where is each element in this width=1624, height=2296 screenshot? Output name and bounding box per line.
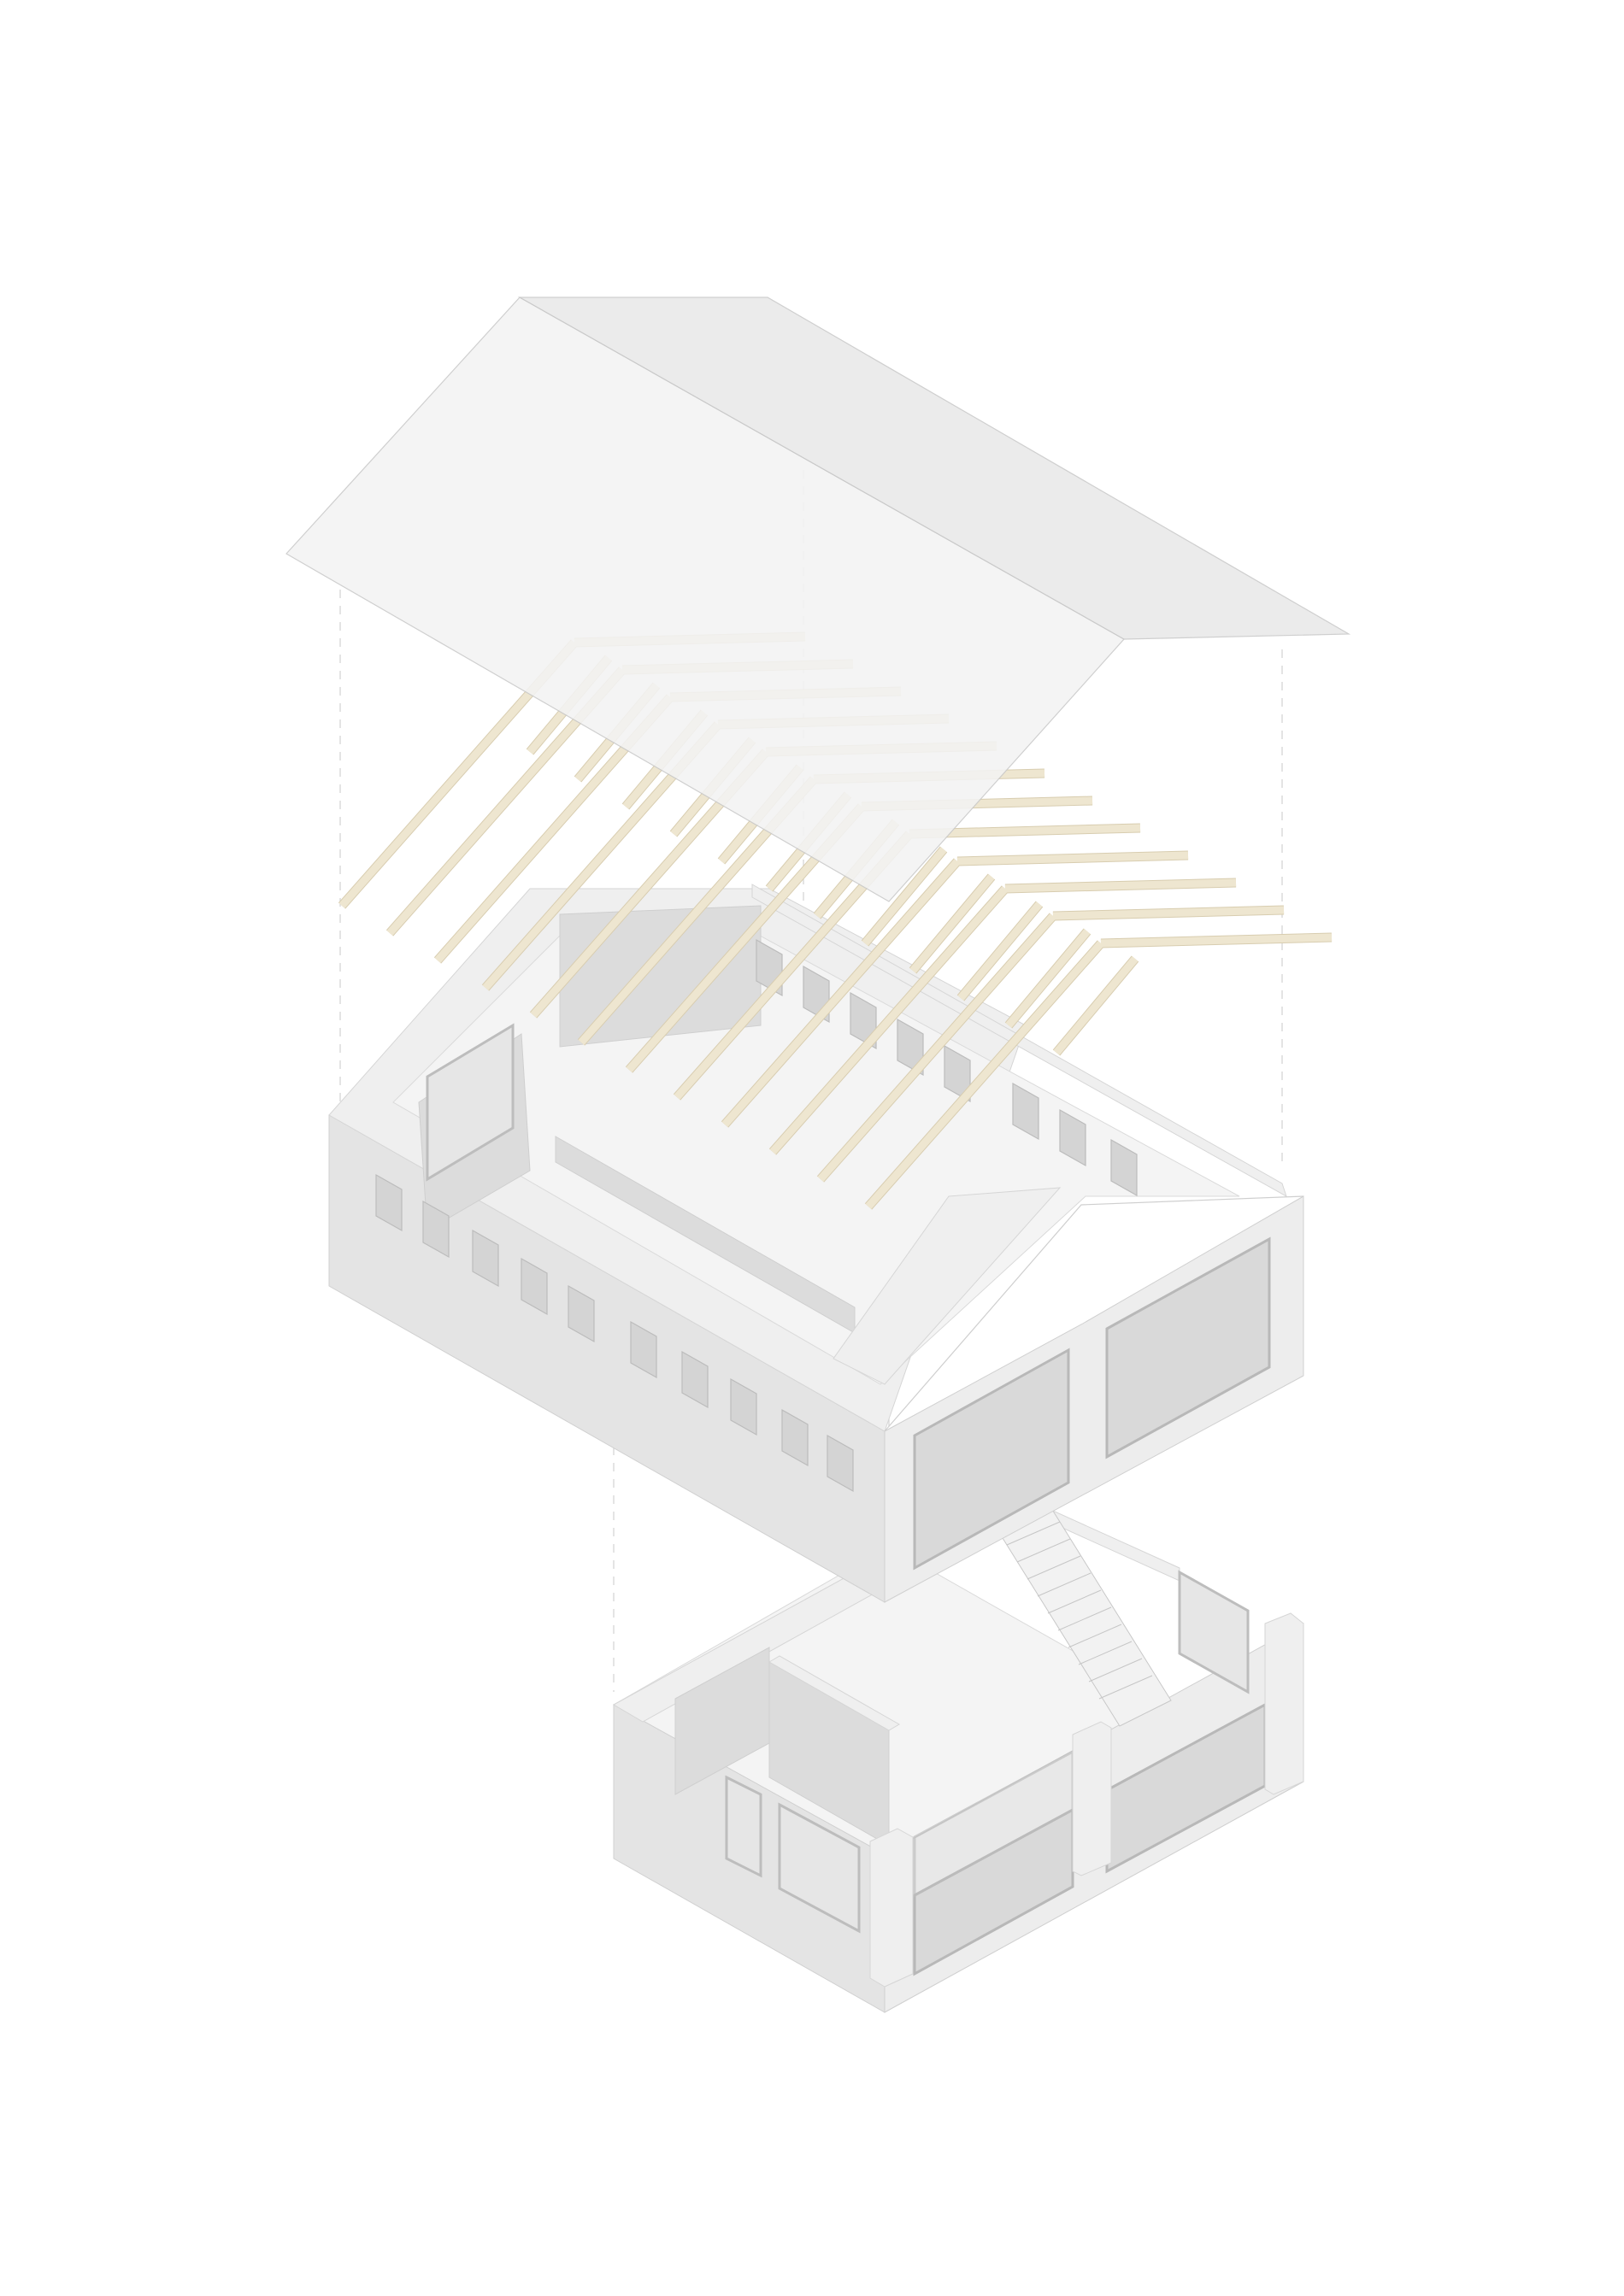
rafter-10 xyxy=(768,878,1237,1155)
front-window-9 xyxy=(781,1408,809,1467)
front-window-3 xyxy=(472,1229,499,1288)
ground-window-left-1 xyxy=(725,1775,762,1878)
front-window-2 xyxy=(422,1200,450,1259)
front-window-4 xyxy=(521,1257,548,1316)
front-window-1 xyxy=(375,1173,403,1232)
roof-cladding xyxy=(285,297,1351,902)
front-window-10 xyxy=(827,1434,854,1493)
ground-floor xyxy=(612,1486,1305,2013)
roof-slope-right xyxy=(517,297,1351,640)
rear-window-3 xyxy=(850,991,877,1050)
rafter-12 xyxy=(864,932,1333,1210)
rear-window-4 xyxy=(897,1018,924,1077)
front-window-8 xyxy=(730,1377,757,1436)
ground-column-2 xyxy=(1072,1721,1112,1876)
rear-window-6 xyxy=(1012,1082,1039,1141)
upper-floor-gable-outline xyxy=(884,1195,1304,1432)
rear-window-8 xyxy=(1110,1138,1138,1197)
ground-column-1 xyxy=(869,1828,914,1988)
rafter-11 xyxy=(816,905,1285,1183)
upper-floor-front-gable-slope xyxy=(833,1187,1062,1385)
ground-glazing-side xyxy=(1178,1570,1250,1694)
rafter-9 xyxy=(721,850,1189,1128)
rear-window-7 xyxy=(1059,1108,1086,1167)
front-window-7 xyxy=(681,1350,709,1409)
upper-glazing-gable-2 xyxy=(1105,1236,1271,1459)
ground-floor-partition-top xyxy=(768,1655,900,1731)
upper-floor-front-windows xyxy=(375,1173,854,1493)
ground-column-3 xyxy=(1264,1612,1304,1795)
upper-glazing-gable-1 xyxy=(913,1348,1070,1571)
upper-glazing-rear xyxy=(426,1023,515,1182)
front-window-6 xyxy=(630,1320,657,1379)
front-window-5 xyxy=(568,1284,595,1343)
rear-window-5 xyxy=(944,1044,971,1103)
ground-window-left-2 xyxy=(778,1802,861,1934)
stair-treads xyxy=(1006,1521,1153,1700)
